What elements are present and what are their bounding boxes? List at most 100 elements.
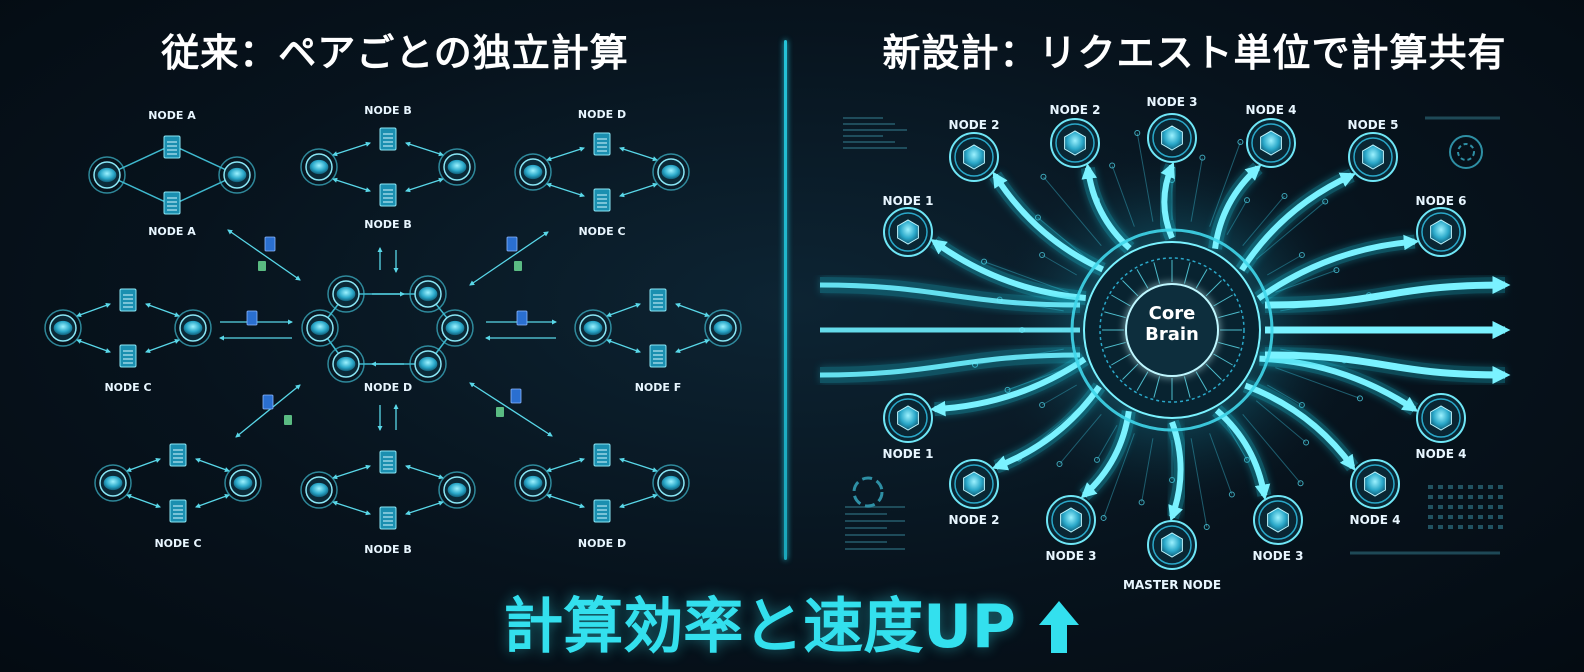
- document-icon: [593, 188, 611, 212]
- label-master-node: MASTER NODE: [1123, 578, 1221, 592]
- network-node: [1046, 495, 1096, 545]
- caption-text: 計算効率と速度UP: [503, 592, 1016, 662]
- document-icon: [169, 443, 187, 467]
- document-icon: [169, 499, 187, 523]
- mini-document-icon: [496, 407, 504, 417]
- core-brain: [1125, 283, 1219, 377]
- left-diagram: [44, 127, 742, 530]
- label-node-3-top: NODE 3: [1147, 95, 1198, 109]
- network-node: [1350, 459, 1400, 509]
- network-node: [1416, 393, 1466, 443]
- bottom-caption: 計算効率と速度UP: [0, 578, 1584, 665]
- label-node-2-upper: NODE 2: [1050, 103, 1101, 117]
- pair-node: [224, 464, 262, 502]
- document-icon: [593, 443, 611, 467]
- core-label-line2: Brain: [1145, 324, 1199, 345]
- label-node-b-lower: NODE B: [364, 543, 411, 556]
- mini-document-icon: [516, 310, 528, 326]
- network-node: [1147, 113, 1197, 163]
- arrow-up-icon: [1038, 601, 1079, 653]
- pair-node: [514, 464, 552, 502]
- label-node-4-top: NODE 4: [1246, 103, 1297, 117]
- label-node-d-bottom: NODE D: [578, 537, 626, 550]
- mini-document-icon: [262, 394, 274, 410]
- cluster-node: [436, 309, 474, 347]
- label-node-d-top: NODE D: [578, 108, 626, 121]
- document-icon: [379, 127, 397, 151]
- mini-document-icon: [514, 261, 522, 271]
- label-node-c-right: NODE C: [578, 225, 625, 238]
- pair-node: [652, 153, 690, 191]
- label-node-c-left: NODE C: [104, 381, 151, 394]
- mini-document-icon: [284, 415, 292, 425]
- document-icon: [379, 450, 397, 474]
- network-node: [883, 207, 933, 257]
- pair-node: [94, 464, 132, 502]
- pair-node: [514, 153, 552, 191]
- label-node-3-bottom-left: NODE 3: [1046, 549, 1097, 563]
- label-node-a-bottom: NODE A: [148, 225, 196, 238]
- document-icon: [119, 344, 137, 368]
- label-node-b-bottom: NODE B: [364, 218, 411, 231]
- pair-node: [704, 309, 742, 347]
- cluster-node: [301, 309, 339, 347]
- network-node: [1050, 118, 1100, 168]
- mini-document-icon: [258, 261, 266, 271]
- label-node-3-bottom-right: NODE 3: [1253, 549, 1304, 563]
- label-node-5-top: NODE 5: [1348, 118, 1399, 132]
- document-icon: [119, 288, 137, 312]
- label-node-4-right: NODE 4: [1416, 447, 1467, 461]
- pair-node: [652, 464, 690, 502]
- pair-node: [218, 156, 256, 194]
- label-node-6-top: NODE 6: [1416, 194, 1467, 208]
- network-node: [1253, 495, 1303, 545]
- document-icon: [379, 183, 397, 207]
- pair-node: [88, 156, 126, 194]
- pair-node: [300, 471, 338, 509]
- network-node: [1416, 207, 1466, 257]
- mini-document-icon: [510, 388, 522, 404]
- right-diagram: [819, 113, 1511, 570]
- mini-document-icon: [264, 236, 276, 252]
- pair-node: [438, 471, 476, 509]
- label-node-4-bottom: NODE 4: [1350, 513, 1401, 527]
- document-icon: [379, 506, 397, 530]
- label-node-2-bottom: NODE 2: [949, 513, 1000, 527]
- panel-divider: [784, 40, 787, 560]
- network-node: [1348, 132, 1398, 182]
- document-icon: [593, 132, 611, 156]
- label-node-d-center: NODE D: [364, 381, 412, 394]
- document-icon: [163, 135, 181, 159]
- pair-node: [44, 309, 82, 347]
- document-icon: [649, 344, 667, 368]
- network-node: [1147, 520, 1197, 570]
- label-node-1-bottom: NODE 1: [883, 447, 934, 461]
- network-node: [949, 459, 999, 509]
- document-icon: [163, 191, 181, 215]
- document-icon: [593, 499, 611, 523]
- label-node-f: NODE F: [635, 381, 682, 394]
- pair-node: [574, 309, 612, 347]
- network-node: [949, 132, 999, 182]
- pair-node: [174, 309, 212, 347]
- cluster-node: [327, 275, 365, 313]
- mini-document-icon: [506, 236, 518, 252]
- network-node: [1246, 118, 1296, 168]
- network-node: [883, 393, 933, 443]
- core-label-line1: Core: [1149, 303, 1196, 324]
- label-node-c-bottom: NODE C: [154, 537, 201, 550]
- label-node-b-top: NODE B: [364, 104, 411, 117]
- cluster-node: [409, 275, 447, 313]
- pair-node: [438, 148, 476, 186]
- right-panel-title: 新設計：リクエスト単位で計算共有: [882, 31, 1507, 75]
- left-panel-title: 従来：ペアごとの独立計算: [161, 31, 629, 75]
- cluster-node: [409, 345, 447, 383]
- label-node-2-top: NODE 2: [949, 118, 1000, 132]
- label-node-a-top: NODE A: [148, 109, 196, 122]
- mini-document-icon: [246, 310, 258, 326]
- pair-node: [300, 148, 338, 186]
- label-node-1-top: NODE 1: [883, 194, 934, 208]
- document-icon: [649, 288, 667, 312]
- cluster-node: [327, 345, 365, 383]
